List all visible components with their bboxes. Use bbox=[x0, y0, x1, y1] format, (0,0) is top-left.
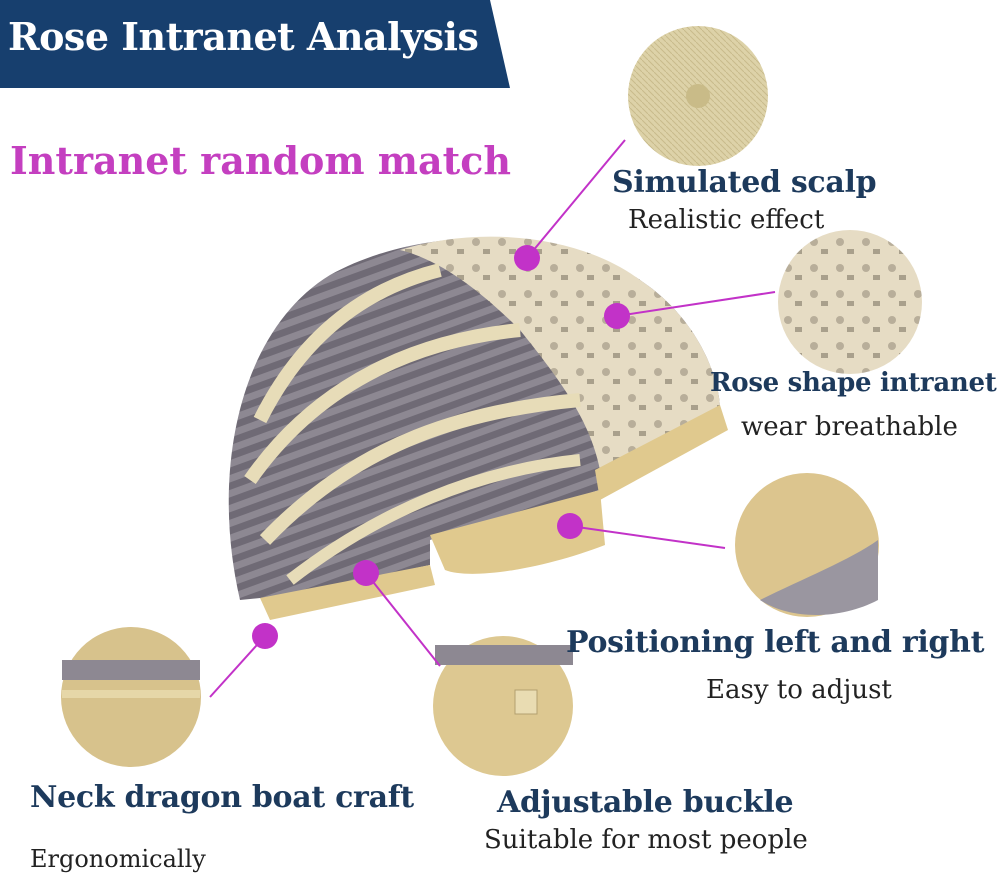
header-banner bbox=[0, 0, 510, 88]
page-title: Rose Intranet Analysis bbox=[8, 14, 479, 59]
feature-desc-buckle: Suitable for most people bbox=[484, 825, 808, 855]
feature-title-buckle: Adjustable buckle bbox=[497, 785, 794, 820]
feature-title-scalp: Simulated scalp bbox=[612, 165, 877, 200]
feature-desc-scalp: Realistic effect bbox=[628, 205, 825, 235]
feature-desc-positioning: Easy to adjust bbox=[706, 675, 892, 705]
feature-desc-neck: Ergonomically bbox=[30, 845, 206, 873]
feature-title-positioning: Positioning left and right bbox=[566, 625, 985, 660]
subtitle: Intranet random match bbox=[10, 138, 511, 183]
feature-title-intranet: Rose shape intranet bbox=[710, 368, 997, 398]
buckle-detail-image bbox=[433, 636, 573, 776]
wig-cap-image bbox=[228, 236, 728, 620]
feature-desc-intranet: wear breathable bbox=[741, 412, 958, 442]
lace-detail-image bbox=[778, 230, 922, 374]
feature-title-neck: Neck dragon boat craft bbox=[30, 780, 414, 815]
callout-dots bbox=[252, 245, 630, 649]
